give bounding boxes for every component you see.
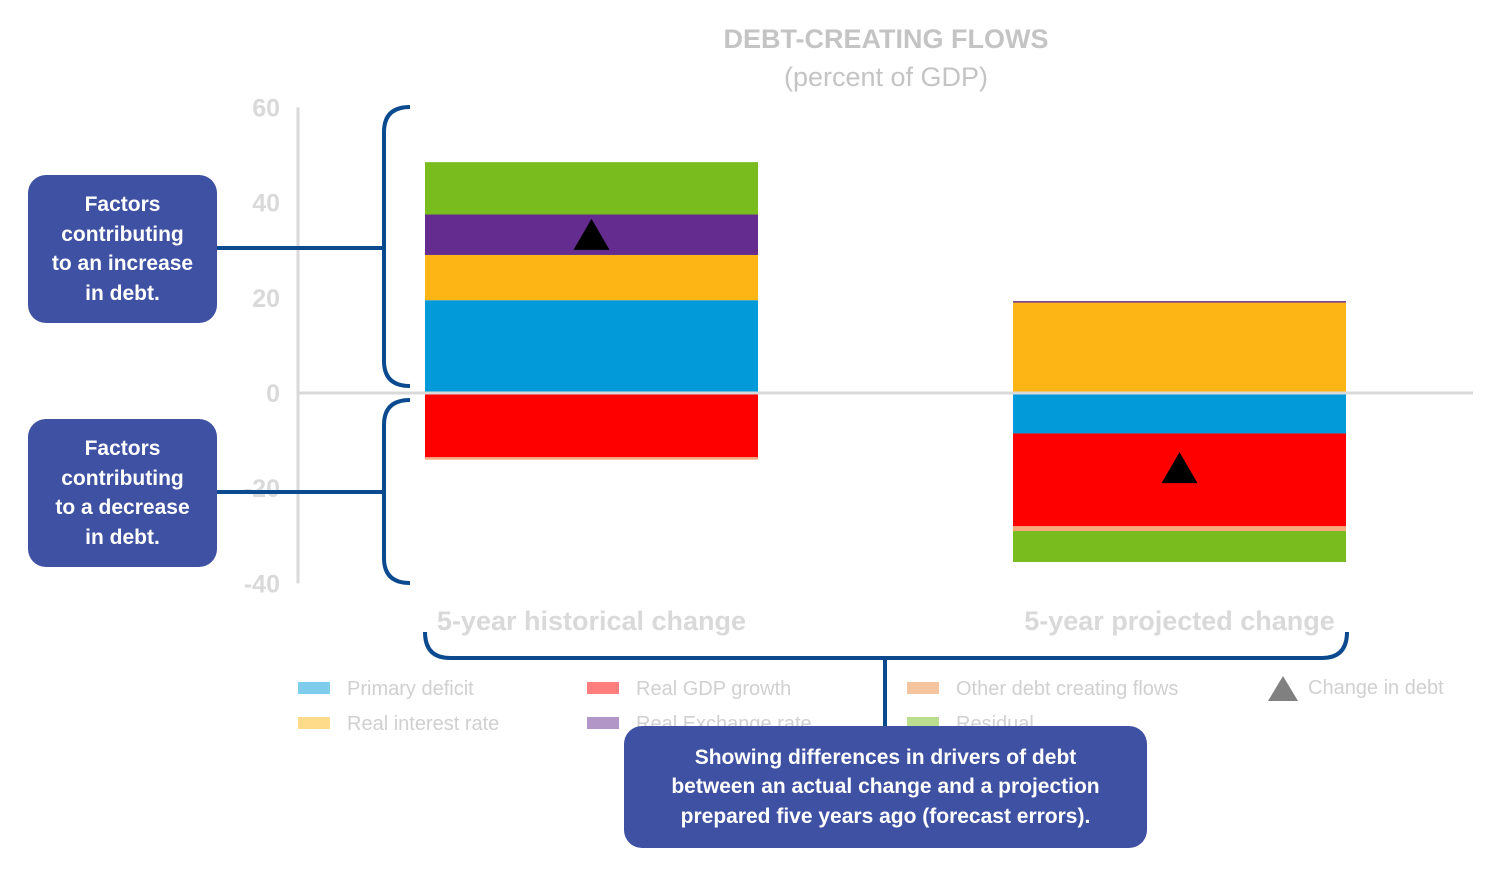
bar-segment xyxy=(425,393,758,458)
bar-segment xyxy=(1013,301,1346,303)
bar-segment xyxy=(425,162,758,215)
legend-swatch xyxy=(587,717,619,729)
chart-title: DEBT-CREATING FLOWS xyxy=(723,24,1049,54)
callout-increase-line: contributing xyxy=(61,222,184,246)
brace-decrease xyxy=(382,398,411,585)
y-tick-label: 40 xyxy=(252,190,280,218)
brace-increase xyxy=(382,105,411,388)
legend-label: Real interest rate xyxy=(347,713,499,735)
change-in-debt-marker xyxy=(1161,452,1198,484)
change-in-debt-markers xyxy=(573,218,1198,484)
bar-segment xyxy=(1013,526,1346,532)
bars xyxy=(298,162,1473,562)
y-tick-label: -40 xyxy=(244,570,280,598)
callout-decrease-line: to a decrease xyxy=(55,496,190,519)
callout-decrease-line: contributing xyxy=(61,466,184,490)
y-tick-label: 20 xyxy=(252,285,280,313)
callout-increase-line: to an increase xyxy=(51,252,194,275)
bar-segment xyxy=(1013,393,1346,434)
legend-swatch xyxy=(298,682,330,694)
legend-label: Change in debt xyxy=(1308,677,1444,699)
annotation-braces xyxy=(217,105,1349,726)
x-axis-labels: 5-year historical change 5-year projected… xyxy=(437,606,1335,636)
legend-swatch xyxy=(587,682,619,694)
category-label: 5-year projected change xyxy=(1024,606,1335,636)
y-axis: 60 40 20 0 -20 -40 xyxy=(244,94,300,598)
y-tick-label: -20 xyxy=(244,475,280,503)
change-in-debt-marker xyxy=(573,218,610,250)
bar-segment xyxy=(425,300,758,393)
bar-segment xyxy=(425,254,758,301)
legend-swatch xyxy=(907,682,939,694)
bar-segment xyxy=(1013,531,1346,562)
legend-label: Other debt creating flows xyxy=(956,678,1178,700)
category-label: 5-year historical change xyxy=(437,606,746,636)
callout-decrease-line: in debt. xyxy=(85,525,160,549)
bar-segment xyxy=(425,457,758,460)
bar-segment xyxy=(1013,302,1346,393)
callout-increase-line: Factors xyxy=(84,193,161,216)
callout-forecast-errors: Showing differences in drivers of debt b… xyxy=(624,726,1147,848)
legend-label: Real GDP growth xyxy=(636,678,791,700)
callout-decrease: Factors contributing to a decrease in de… xyxy=(28,419,217,567)
legend-label: Primary deficit xyxy=(347,678,474,700)
callout-forecast-line: prepared five years ago (forecast errors… xyxy=(680,804,1091,828)
legend-swatch xyxy=(298,717,330,729)
callout-increase-line: in debt. xyxy=(85,281,160,305)
callout-forecast-line: between an actual change and a projectio… xyxy=(671,775,1100,799)
callout-decrease-line: Factors xyxy=(84,437,161,460)
chart-subtitle: (percent of GDP) xyxy=(783,62,989,92)
legend-triangle-icon xyxy=(1268,676,1298,701)
y-tick-label: 60 xyxy=(252,94,280,122)
callout-increase: Factors contributing to an increase in d… xyxy=(28,175,217,323)
y-tick-label: 0 xyxy=(266,380,280,408)
callout-forecast-line: Showing differences in drivers of debt xyxy=(694,745,1077,769)
